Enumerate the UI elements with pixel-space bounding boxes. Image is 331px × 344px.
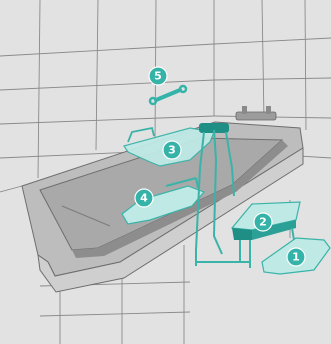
callout-4-label: 4 xyxy=(140,192,148,205)
callout-2-label: 2 xyxy=(259,216,267,229)
callout-2: 2 xyxy=(254,213,272,231)
callout-1: 1 xyxy=(287,248,305,266)
callout-5-label: 5 xyxy=(154,70,162,83)
callout-4: 4 xyxy=(135,189,153,207)
callout-3-label: 3 xyxy=(168,144,176,157)
callout-5: 5 xyxy=(149,67,167,85)
callout-1-label: 1 xyxy=(292,251,300,264)
callout-3: 3 xyxy=(163,141,181,159)
